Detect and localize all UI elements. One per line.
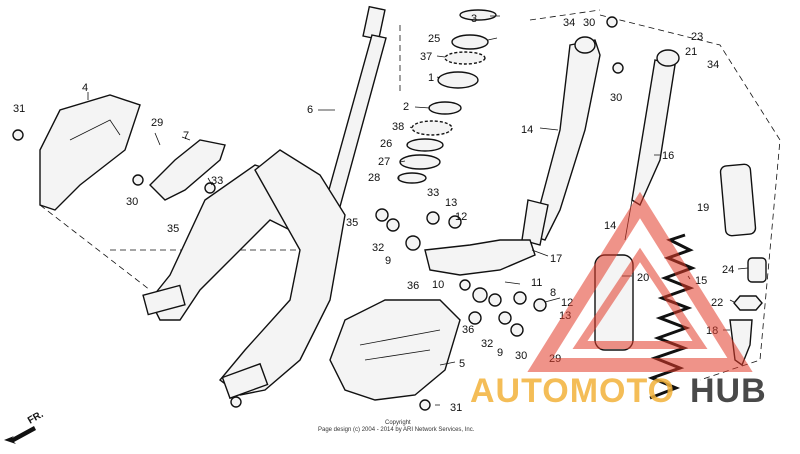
callout-25: 25 [428,33,440,45]
callout-26: 26 [380,138,392,150]
callout-5: 5 [459,358,465,370]
callout-30-mid: 30 [610,92,622,104]
hex-nut [733,295,763,311]
callout-4: 4 [82,82,88,94]
bushing [747,257,767,283]
callout-31-bottom: 31 [450,402,462,414]
callout-7: 7 [183,130,189,142]
callout-15: 15 [695,275,707,287]
callout-31-top: 31 [13,103,25,115]
top-cover [39,94,141,211]
link-arm-right [424,239,536,276]
callout-37: 37 [420,51,432,63]
callout-10: 10 [432,279,444,291]
callout-35-center: 35 [346,217,358,229]
callout-labels: 3 25 37 1 2 38 26 27 28 34 30 23 21 34 3… [13,13,734,414]
callout-30-left: 30 [126,196,138,208]
shock-absorber-left [521,36,601,246]
assembly-frame-mid [399,9,601,95]
callout-17: 17 [550,253,562,265]
watermark-hub: HUB [690,372,767,410]
callout-30-top: 30 [583,17,595,29]
callout-30-bottom: 30 [515,350,527,362]
callout-33-left: 33 [211,175,223,187]
callout-14-right: 14 [604,220,616,232]
link-arm-left [149,139,226,201]
callout-8: 8 [550,287,556,299]
callout-29-left: 29 [151,117,163,129]
hardware-set [12,16,624,411]
callout-27: 27 [378,156,390,168]
callout-38: 38 [392,121,404,133]
watermark-text: AUTOMOTO HUB [470,372,767,410]
direction-label: FR. [26,409,46,427]
callout-23: 23 [691,31,703,43]
copyright-line-2: Page design (c) 2004 - 2014 by ARI Netwo… [318,427,475,433]
callout-12-top: 12 [455,211,467,223]
fork-tube [719,163,757,237]
callout-2: 2 [403,101,409,113]
assembly-frame-right [599,14,781,381]
callout-9-bottom: 9 [497,347,503,359]
steering-stem [142,5,387,400]
watermark-logo [527,191,753,372]
callout-35-left: 35 [167,223,179,235]
callout-36-bottom: 36 [462,324,474,336]
callout-32-bottom: 32 [481,338,493,350]
callout-13-top: 13 [445,197,457,209]
callout-32-left: 32 [372,242,384,254]
callout-34-right: 34 [707,59,719,71]
callout-11: 11 [531,277,542,289]
callout-6: 6 [307,104,313,116]
lower-cover [329,299,461,401]
front-direction-indicator: FR. [4,409,46,444]
callout-3: 3 [471,13,477,25]
copyright-line-1: Copyright [385,420,411,426]
bearing-stack [397,9,497,184]
watermark-auto: AUTOMOTO [470,372,675,410]
callout-36-left: 36 [407,280,419,292]
callout-28: 28 [368,172,380,184]
callout-20: 20 [637,272,649,284]
copyright-notice: Copyright Page design (c) 2004 - 2014 by… [318,420,475,433]
callout-19: 19 [697,202,709,214]
callout-9-left: 9 [385,255,391,267]
callout-22: 22 [711,297,723,309]
callout-33-center: 33 [427,187,439,199]
callout-16: 16 [662,150,674,162]
callout-14-left: 14 [521,124,533,136]
callout-34-top: 34 [563,17,575,29]
callout-21: 21 [685,46,697,58]
leader-lines [87,15,749,406]
callout-24: 24 [722,264,734,276]
callout-1: 1 [428,72,434,84]
